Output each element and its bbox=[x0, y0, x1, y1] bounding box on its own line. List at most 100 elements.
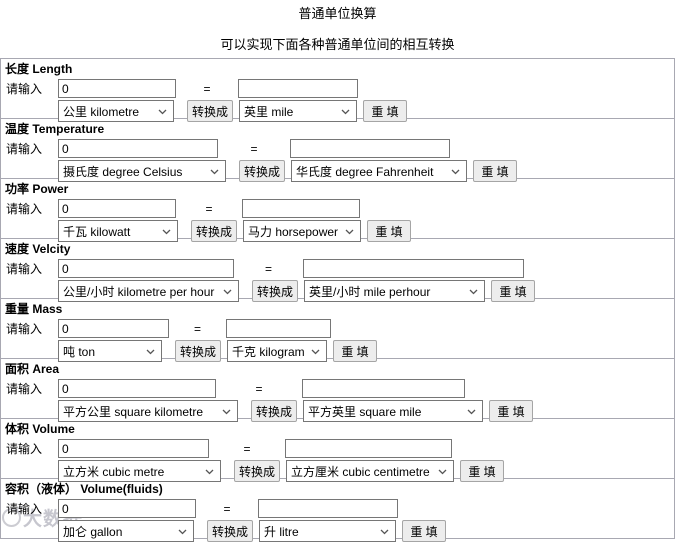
page-title: 普通单位换算 bbox=[298, 6, 377, 21]
converter-section: 重量 Mass 请输入 = 吨 ton 转换成 千克 kilogram 重 填 bbox=[1, 299, 674, 362]
watermark-icon bbox=[2, 506, 24, 527]
to-unit-select[interactable]: 立方厘米 cubic centimetre bbox=[286, 460, 454, 482]
from-unit-select[interactable]: 吨 ton bbox=[58, 340, 162, 362]
chevron-down-icon bbox=[178, 524, 187, 538]
reset-button[interactable]: 重 填 bbox=[473, 160, 517, 182]
from-unit-select[interactable]: 立方米 cubic metre bbox=[58, 460, 221, 482]
chevron-down-icon bbox=[210, 164, 219, 178]
to-unit-label: 千克 kilogram bbox=[232, 344, 305, 359]
from-unit-select[interactable]: 公里 kilometre bbox=[58, 100, 174, 122]
result-input[interactable] bbox=[290, 139, 450, 158]
amount-input[interactable] bbox=[58, 199, 176, 218]
convert-button[interactable]: 转换成 bbox=[187, 100, 233, 122]
to-unit-select[interactable]: 升 litre bbox=[259, 520, 396, 542]
convert-button[interactable]: 转换成 bbox=[252, 280, 298, 302]
converter-section: 速度 Velcity 请输入 = 公里/小时 kilometre per hou… bbox=[1, 239, 674, 302]
reset-button[interactable]: 重 填 bbox=[460, 460, 504, 482]
to-unit-select[interactable]: 千克 kilogram bbox=[227, 340, 327, 362]
convert-button[interactable]: 转换成 bbox=[207, 520, 253, 542]
section-title: 重量 Mass bbox=[5, 302, 63, 316]
reset-button[interactable]: 重 填 bbox=[402, 520, 446, 542]
chevron-down-icon bbox=[311, 344, 320, 358]
from-unit-label: 吨 ton bbox=[63, 344, 96, 359]
reset-button[interactable]: 重 填 bbox=[489, 400, 533, 422]
amount-input[interactable] bbox=[58, 259, 234, 278]
result-input[interactable] bbox=[238, 79, 358, 98]
converter-table: 长度 Length 请输入 = 公里 kilometre 转换成 英里 mile… bbox=[0, 58, 675, 542]
page-subtitle: 可以实现下面各种普通单位间的相互转换 bbox=[220, 37, 455, 52]
equals-sign: = bbox=[255, 381, 263, 396]
chevron-down-icon bbox=[380, 524, 389, 538]
convert-button[interactable]: 转换成 bbox=[239, 160, 285, 182]
convert-button[interactable]: 转换成 bbox=[251, 400, 297, 422]
to-unit-select[interactable]: 平方英里 square mile bbox=[303, 400, 483, 422]
equals-sign: = bbox=[203, 81, 211, 96]
to-unit-select[interactable]: 英里/小时 mile perhour bbox=[304, 280, 485, 302]
converter-section: 面积 Area 请输入 = 平方公里 square kilometre 转换成 … bbox=[1, 359, 674, 422]
from-unit-select[interactable]: 平方公里 square kilometre bbox=[58, 400, 238, 422]
input-prompt-label: 请输入 bbox=[6, 382, 43, 396]
converter-section: 长度 Length 请输入 = 公里 kilometre 转换成 英里 mile… bbox=[1, 59, 674, 122]
section-title: 体积 Volume bbox=[5, 422, 75, 436]
input-prompt-label: 请输入 bbox=[6, 202, 43, 216]
input-prompt-label: 请输入 bbox=[6, 502, 43, 516]
chevron-down-icon bbox=[146, 344, 155, 358]
section-title: 速度 Velcity bbox=[5, 242, 71, 256]
equals-sign: = bbox=[250, 141, 258, 156]
amount-input[interactable] bbox=[58, 79, 176, 98]
to-unit-label: 平方英里 square mile bbox=[308, 404, 422, 419]
to-unit-select[interactable]: 马力 horsepower bbox=[243, 220, 361, 242]
amount-input[interactable] bbox=[58, 139, 218, 158]
result-input[interactable] bbox=[303, 259, 524, 278]
from-unit-select[interactable]: 千瓦 kilowatt bbox=[58, 220, 178, 242]
equals-sign: = bbox=[205, 201, 213, 216]
converter-section: 容积（液体） Volume(fluids) 请输入 = 加仑 gallon 转换… bbox=[1, 479, 674, 542]
input-prompt-label: 请输入 bbox=[6, 262, 43, 276]
equals-sign: = bbox=[243, 441, 251, 456]
equals-sign: = bbox=[223, 501, 231, 516]
converter-section: 温度 Temperature 请输入 = 摄氏度 degree Celsius … bbox=[1, 119, 674, 182]
convert-button[interactable]: 转换成 bbox=[234, 460, 280, 482]
from-unit-select[interactable]: 加仑 gallon bbox=[58, 520, 194, 542]
to-unit-label: 立方厘米 cubic centimetre bbox=[291, 464, 430, 479]
amount-input[interactable] bbox=[58, 319, 169, 338]
from-unit-select[interactable]: 摄氏度 degree Celsius bbox=[58, 160, 226, 182]
from-unit-label: 公里 kilometre bbox=[63, 104, 140, 119]
input-prompt-label: 请输入 bbox=[6, 82, 43, 96]
to-unit-select[interactable]: 英里 mile bbox=[239, 100, 357, 122]
amount-input[interactable] bbox=[58, 439, 209, 458]
to-unit-label: 英里 mile bbox=[244, 104, 294, 119]
chevron-down-icon bbox=[223, 284, 232, 298]
chevron-down-icon bbox=[162, 224, 171, 238]
reset-button[interactable]: 重 填 bbox=[367, 220, 411, 242]
convert-button[interactable]: 转换成 bbox=[191, 220, 237, 242]
equals-sign: = bbox=[193, 321, 201, 336]
section-title: 长度 Length bbox=[5, 62, 73, 76]
input-prompt-label: 请输入 bbox=[6, 322, 43, 336]
chevron-down-icon bbox=[341, 104, 350, 118]
input-prompt-label: 请输入 bbox=[6, 142, 43, 156]
converter-section: 体积 Volume 请输入 = 立方米 cubic metre 转换成 立方厘米… bbox=[1, 419, 674, 482]
chevron-down-icon bbox=[222, 404, 231, 418]
result-input[interactable] bbox=[285, 439, 452, 458]
chevron-down-icon bbox=[469, 284, 478, 298]
amount-input[interactable] bbox=[58, 499, 196, 518]
result-input[interactable] bbox=[226, 319, 331, 338]
section-title: 面积 Area bbox=[5, 362, 60, 376]
from-unit-label: 摄氏度 degree Celsius bbox=[63, 164, 183, 179]
amount-input[interactable] bbox=[58, 379, 216, 398]
to-unit-label: 华氏度 degree Fahrenheit bbox=[296, 164, 434, 179]
reset-button[interactable]: 重 填 bbox=[363, 100, 407, 122]
result-input[interactable] bbox=[302, 379, 465, 398]
from-unit-select[interactable]: 公里/小时 kilometre per hour bbox=[58, 280, 239, 302]
convert-button[interactable]: 转换成 bbox=[175, 340, 221, 362]
reset-button[interactable]: 重 填 bbox=[491, 280, 535, 302]
to-unit-select[interactable]: 华氏度 degree Fahrenheit bbox=[291, 160, 467, 182]
input-prompt-label: 请输入 bbox=[6, 442, 43, 456]
result-input[interactable] bbox=[258, 499, 398, 518]
to-unit-label: 英里/小时 mile perhour bbox=[309, 284, 431, 299]
result-input[interactable] bbox=[242, 199, 360, 218]
equals-sign: = bbox=[264, 261, 272, 276]
converter-section: 功率 Power 请输入 = 千瓦 kilowatt 转换成 马力 horsep… bbox=[1, 179, 674, 242]
reset-button[interactable]: 重 填 bbox=[333, 340, 377, 362]
